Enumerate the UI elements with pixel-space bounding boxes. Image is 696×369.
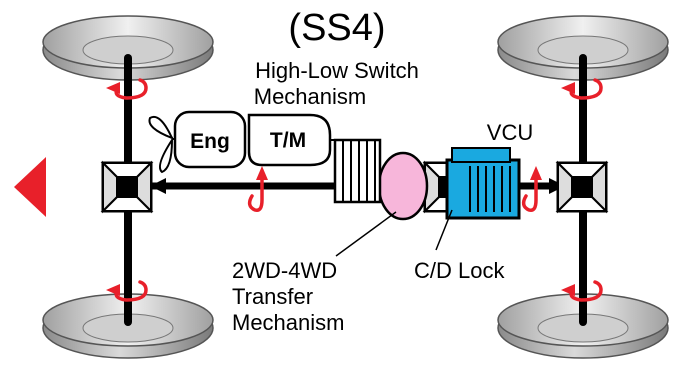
rotation-arrow-rearshaft-icon (521, 174, 538, 213)
rotation-arrowhead-front-right-icon (561, 82, 575, 94)
wheel-front-left (42, 15, 214, 81)
transfer-label-line3: Mechanism (232, 310, 344, 335)
wheel-rear-left (42, 293, 214, 359)
rotation-arrow-front-right-icon (569, 78, 603, 100)
transmission-block: T/M (247, 113, 332, 167)
rotation-arrow-rear-right-icon (569, 280, 603, 302)
fan-icon (148, 116, 176, 174)
transfer-label-line2: Transfer (232, 284, 313, 309)
direction-arrow-icon (14, 157, 46, 217)
diagram-title: (SS4) (288, 7, 385, 49)
transmission-label: T/M (270, 129, 306, 152)
high-low-label-line1: High-Low Switch (255, 58, 419, 83)
transfer-leader-line (335, 211, 397, 257)
rotation-arrowhead-rear-left-icon (106, 284, 120, 296)
rotation-arrow-rear-left-icon (114, 280, 148, 302)
cd-lock-label: C/D Lock (414, 258, 505, 283)
rotation-arrow-propshaft-icon (247, 174, 264, 213)
transfer-mechanism (377, 151, 429, 221)
high-low-switch-mechanism (333, 138, 382, 204)
rotation-arrowhead-front-left-icon (106, 82, 120, 94)
rotation-arrow-icon (114, 78, 148, 100)
transfer-label-line1: 2WD-4WD (232, 258, 337, 283)
engine-label: Eng (190, 130, 230, 153)
rotation-arrowhead-rearshaft-icon (530, 166, 542, 180)
vcu-label: VCU (487, 120, 533, 145)
front-differential-icon (100, 160, 154, 214)
rear-differential-icon (555, 160, 609, 214)
cd-lock-leader-line (435, 209, 453, 251)
shaft-arrowhead-icon (150, 178, 166, 194)
rotation-arrowhead-propshaft-icon (256, 166, 268, 180)
engine-block: Eng (173, 110, 247, 169)
high-low-label-line2: Mechanism (254, 84, 366, 109)
vcu-unit (445, 147, 521, 220)
rotation-arrowhead-rear-right-icon (561, 284, 575, 296)
wheel-front-right (497, 15, 669, 81)
